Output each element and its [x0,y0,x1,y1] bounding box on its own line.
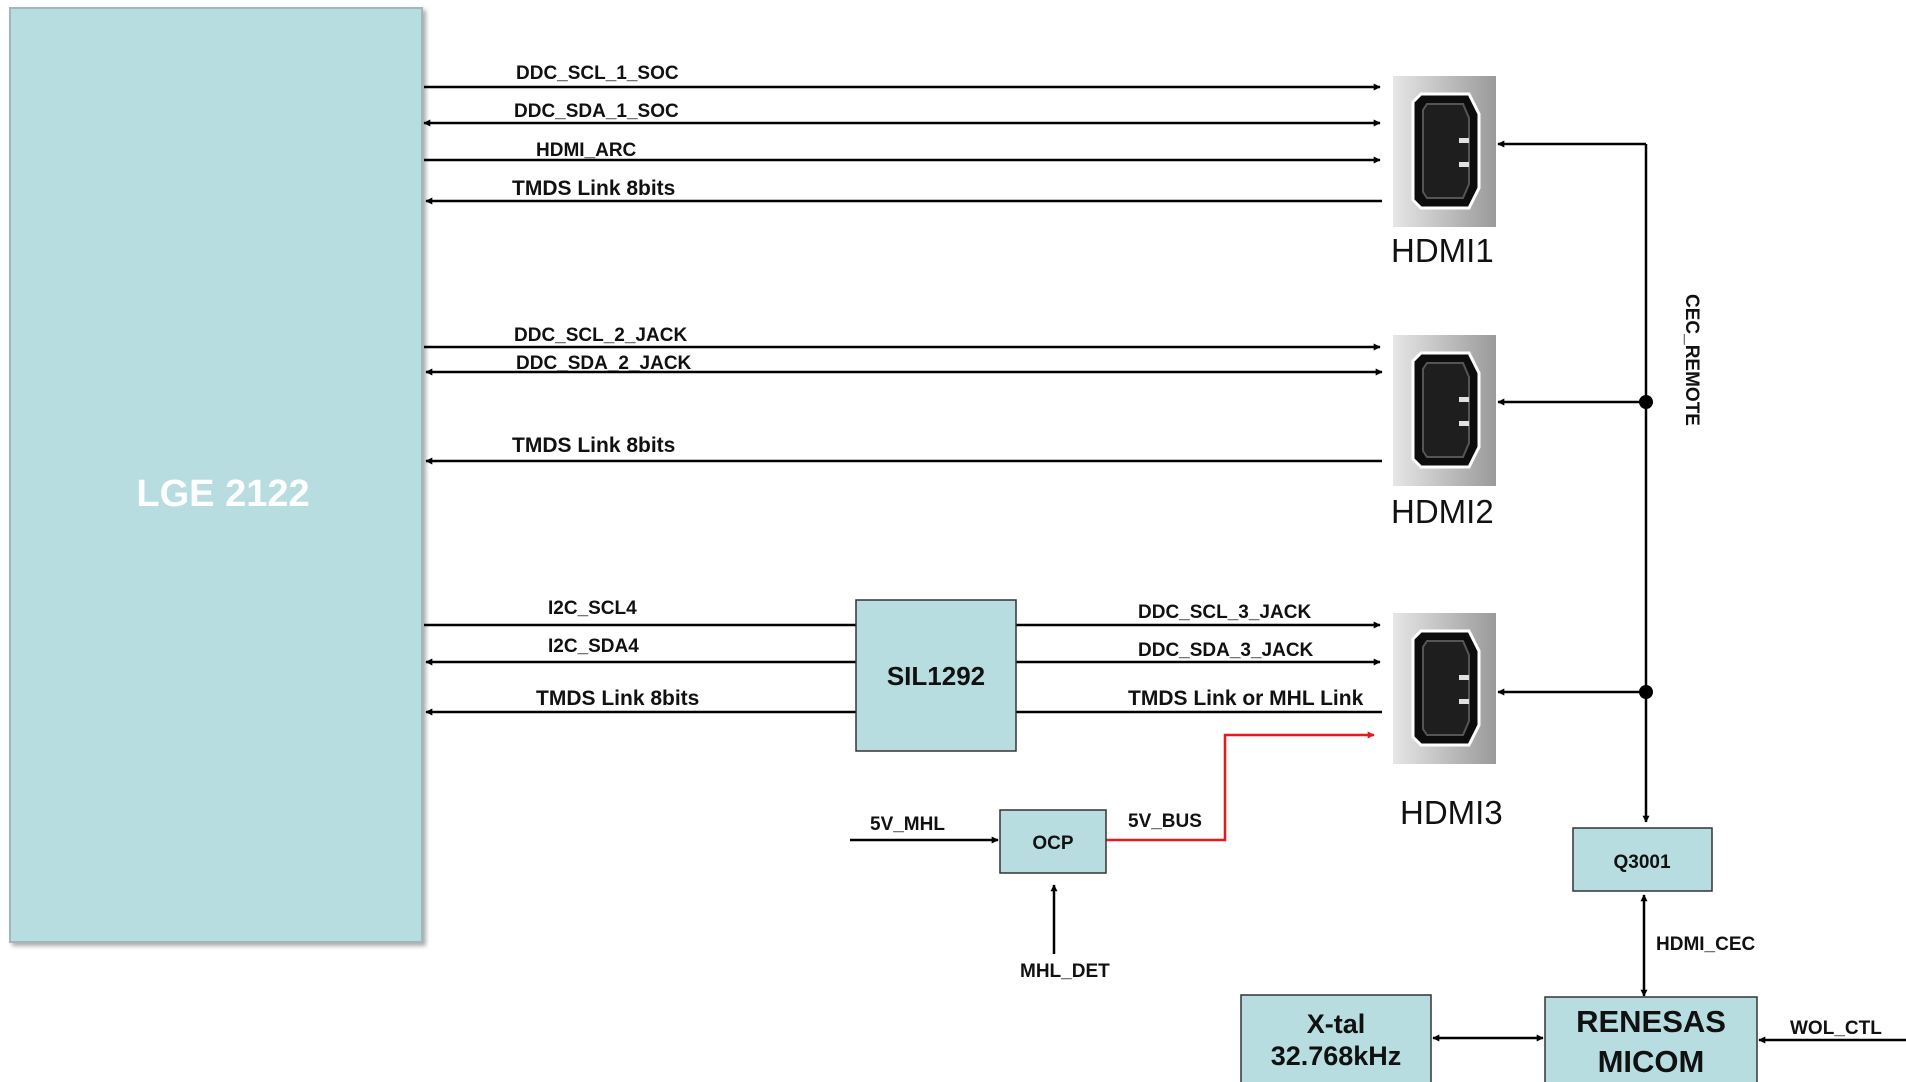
power-path: 5V_MHL MHL_DET 5V_BUS [850,735,1374,982]
ocp-block: OCP [1000,810,1106,873]
hdmi2-links: DDC_SCL_2_JACK DDC_SDA_2_JACK TMDS Link … [424,325,1382,461]
micom-block: RENESAS MICOM [1545,997,1757,1082]
mhl-det-label: MHL_DET [1020,961,1110,982]
ddc-scl-2-jack-label: DDC_SCL_2_JACK [514,325,687,346]
hdmi3-label: HDMI3 [1400,794,1503,831]
hdmi2-port: HDMI2 [1391,335,1496,530]
ddc-scl-1-soc-label: DDC_SCL_1_SOC [516,63,679,84]
xtal-block: X-tal 32.768kHz [1241,995,1431,1082]
soc-label: LGE 2122 [136,473,309,515]
i2c-scl4-label: I2C_SCL4 [548,598,637,619]
hdmi1-port: HDMI1 [1391,76,1496,269]
ddc-sda-3-jack-label: DDC_SDA_3_JACK [1138,640,1314,661]
tmds-link-3-label: TMDS Link 8bits [536,687,699,710]
i2c-sda4-label: I2C_SDA4 [548,636,639,657]
hdmi-arc-label: HDMI_ARC [536,140,637,161]
5v-mhl-label: 5V_MHL [870,814,945,835]
hdmi3-port: HDMI3 [1393,613,1503,831]
tmds-mhl-link-label: TMDS Link or MHL Link [1128,687,1364,710]
hdmi1-label: HDMI1 [1391,232,1494,269]
ocp-label: OCP [1032,833,1074,854]
ddc-sda-1-soc-label: DDC_SDA_1_SOC [514,101,679,122]
sil1292-block: SIL1292 [856,600,1016,751]
cec-junction-dot [1639,685,1653,699]
5v-bus-label: 5V_BUS [1128,811,1202,832]
cec-bus: CEC_REMOTE [1498,144,1702,822]
wol-ctl-link: WOL_CTL [1759,1018,1906,1040]
hdmi-connector-icon [1393,613,1496,764]
tmds-link-1-label: TMDS Link 8bits [512,177,675,200]
ddc-sda-2-jack-label: DDC_SDA_2_JACK [516,353,692,374]
wol-ctl-label: WOL_CTL [1790,1018,1882,1039]
q3001-block: Q3001 [1573,828,1712,891]
hdmi2-label: HDMI2 [1391,493,1494,530]
cec-remote-label: CEC_REMOTE [1681,294,1702,426]
soc-block: LGE 2122 [10,8,422,942]
micom-label: MICOM [1598,1044,1705,1079]
tmds-link-2-label: TMDS Link 8bits [512,434,675,457]
cec-junction-dot [1639,395,1653,409]
xtal-label: X-tal [1307,1009,1366,1039]
sil1292-label: SIL1292 [887,661,985,691]
hdmi-cec-link: HDMI_CEC [1644,895,1756,996]
hdmi-connector-icon [1393,76,1496,227]
hdmi-cec-label: HDMI_CEC [1656,934,1756,955]
ddc-scl-3-jack-label: DDC_SCL_3_JACK [1138,602,1311,623]
hdmi1-links: DDC_SCL_1_SOC DDC_SDA_1_SOC HDMI_ARC TMD… [424,63,1382,201]
q3001-label: Q3001 [1613,852,1670,873]
xtal-frequency-label: 32.768kHz [1271,1041,1402,1071]
hdmi-connector-icon [1393,335,1496,486]
micom-vendor-label: RENESAS [1576,1004,1726,1039]
